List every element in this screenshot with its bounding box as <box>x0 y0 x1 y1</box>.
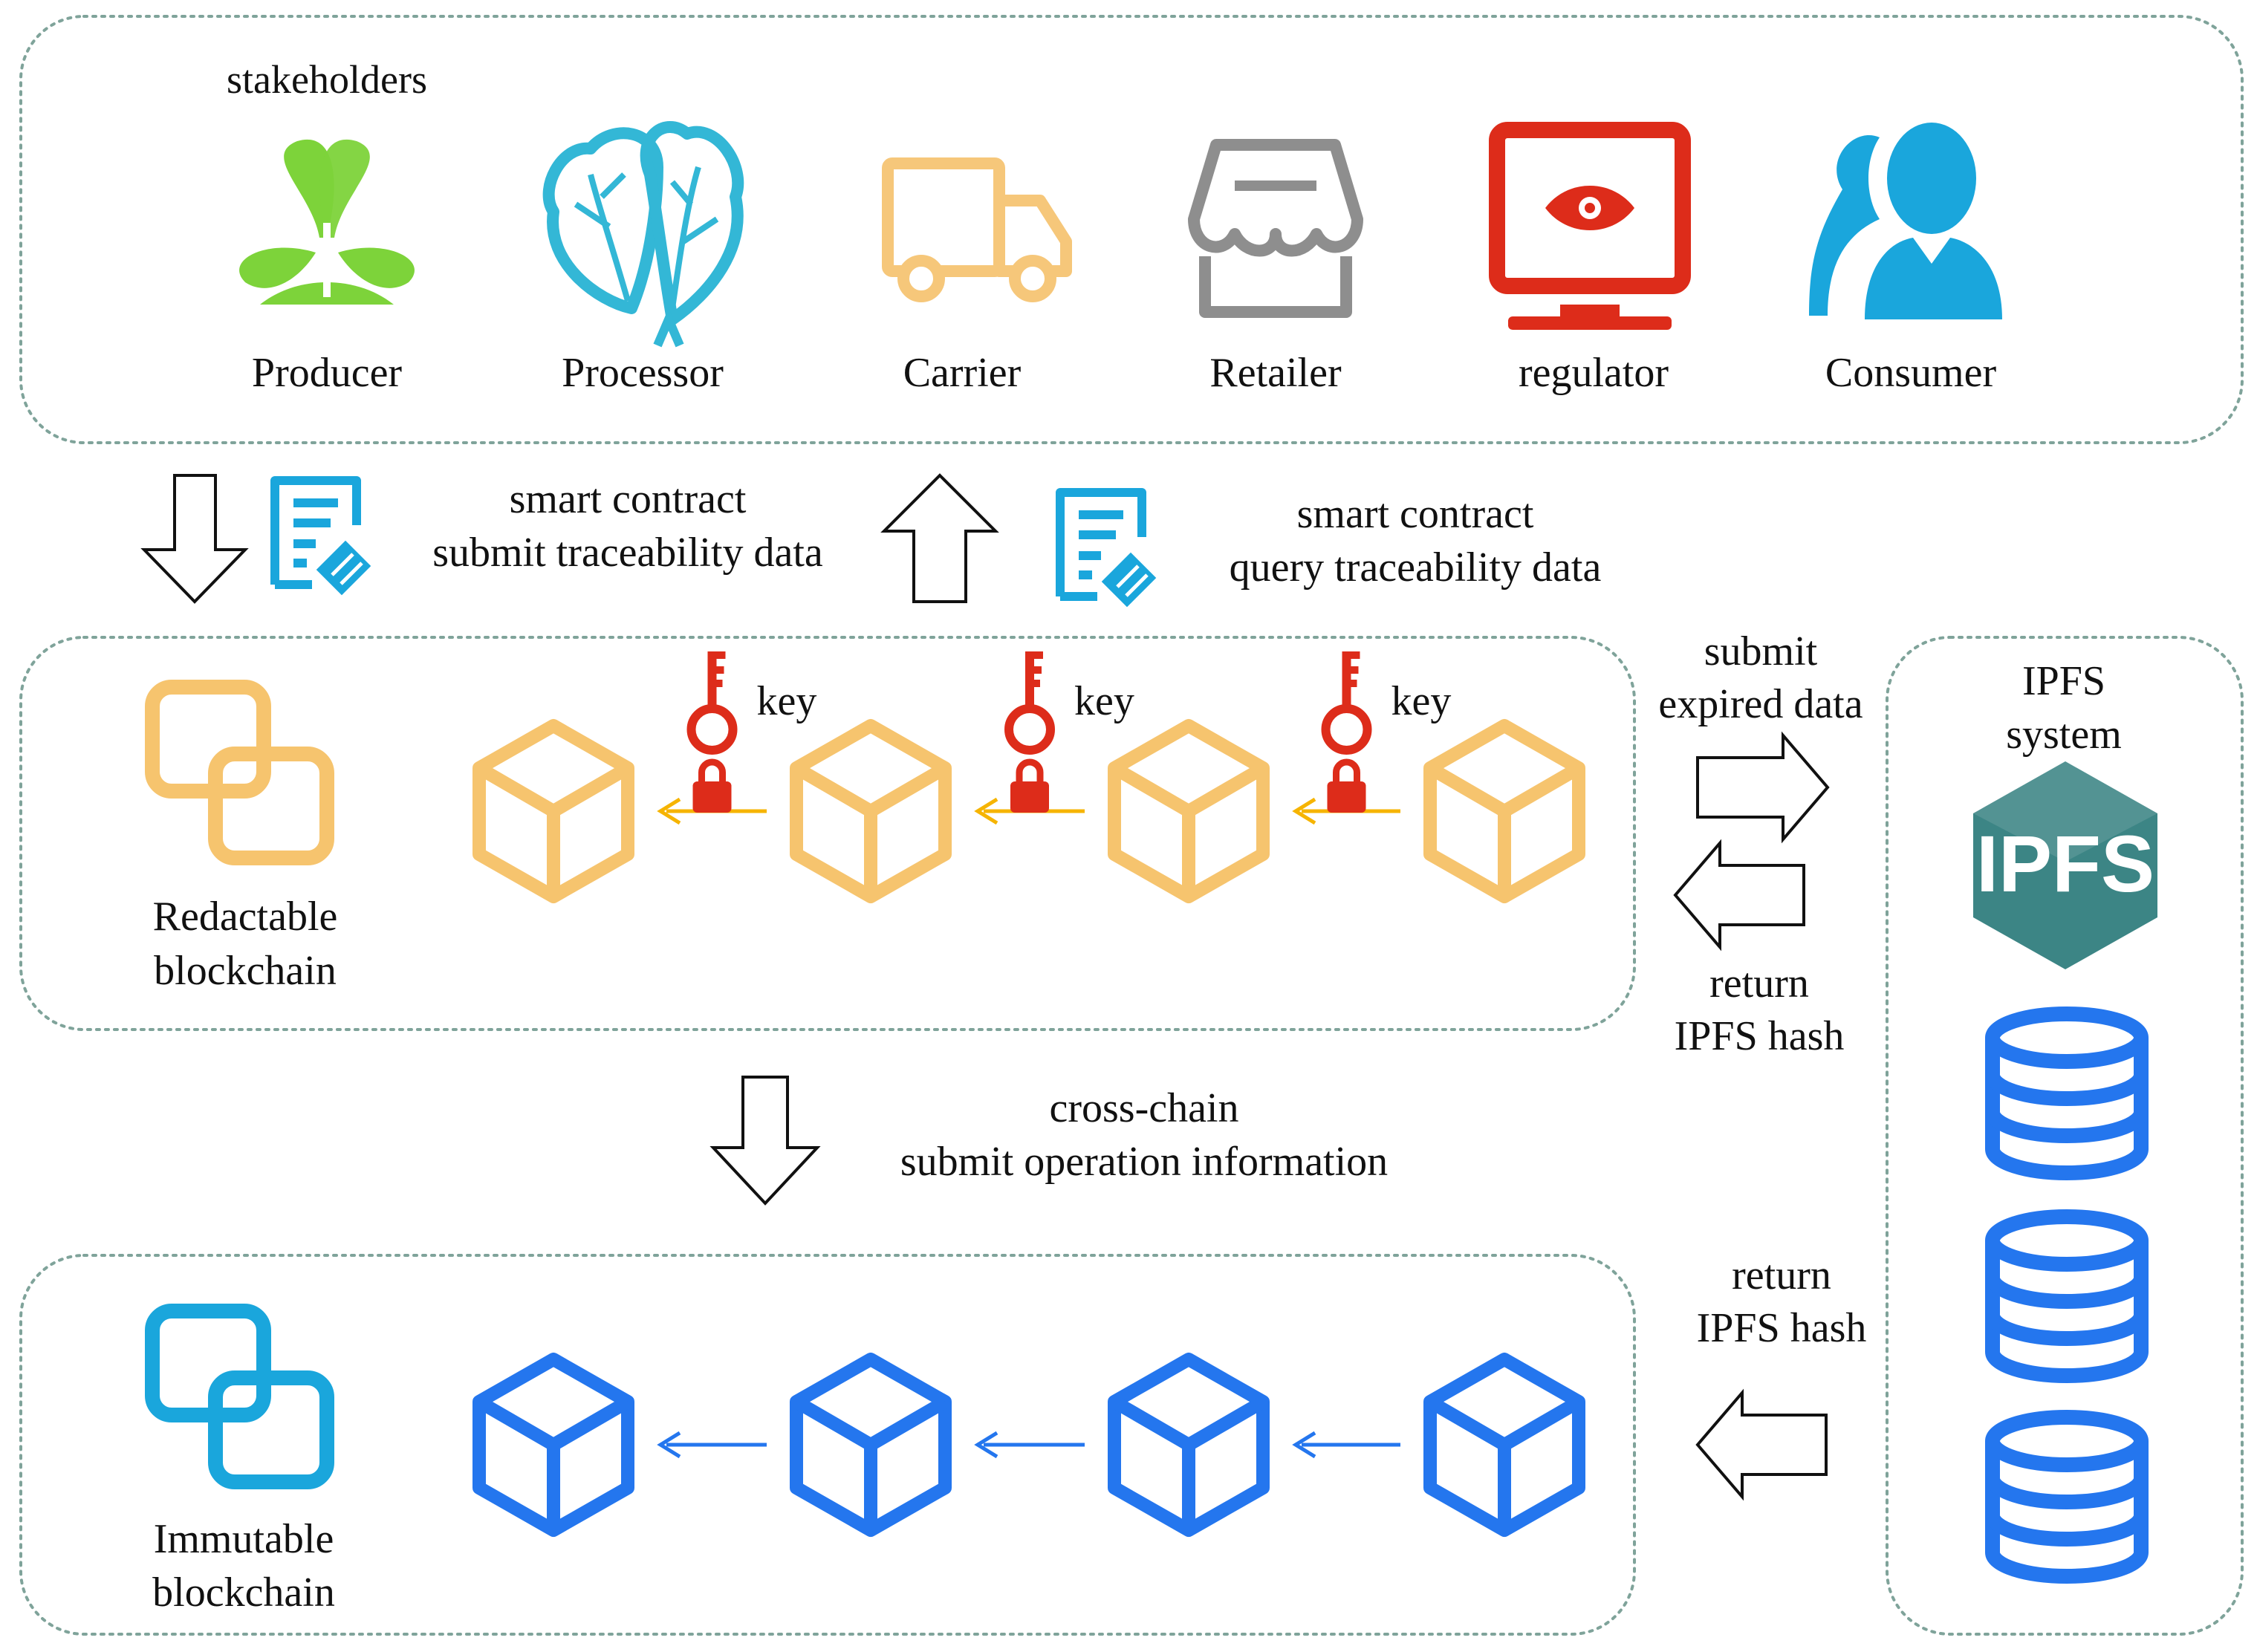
left-arrow-return-hash <box>1673 839 1805 952</box>
block-icon <box>1114 726 1263 897</box>
store-icon <box>1188 139 1363 318</box>
pen-stripe <box>1116 565 1140 588</box>
stakeholder-label: Retailer <box>1209 350 1342 396</box>
left-arrow-return-hash-bottom <box>1695 1388 1828 1501</box>
immutable-block-chain <box>479 1359 1579 1530</box>
down-arrow-submit <box>140 474 249 604</box>
redactable-blockchain-panel <box>19 636 1636 1031</box>
ipfs-system-panel <box>1886 636 2244 1636</box>
submit-expired-line2: expired data <box>1658 681 1863 727</box>
sprout-icon <box>239 139 415 305</box>
key-lock-icon <box>692 651 733 813</box>
cross-chain-line1: cross-chain <box>1049 1085 1238 1131</box>
right-arrow-submit-expired <box>1696 731 1830 844</box>
arrowhead-icon <box>657 1431 681 1459</box>
monitor-eye-icon <box>1489 122 1691 330</box>
redactable-label-line1: Redactable <box>153 894 338 940</box>
return-hash-top-line2: IPFS hash <box>1675 1013 1845 1059</box>
vegetable-icon <box>542 121 744 348</box>
stakeholder-label: Consumer <box>1825 350 1997 396</box>
query-contract-line2: query traceability data <box>1230 544 1602 591</box>
key-label: key <box>1391 678 1452 724</box>
ipfs-title-line2: system <box>2006 712 2122 758</box>
immutable-label-line1: Immutable <box>154 1516 334 1562</box>
users-icon <box>1809 123 2002 319</box>
return-hash-bottom-line1: return <box>1732 1252 1831 1298</box>
block-icon <box>1114 1359 1263 1530</box>
ipfs-title-line1: IPFS <box>2022 658 2105 704</box>
immutable-label-line2: blockchain <box>152 1570 335 1616</box>
return-hash-top-line1: return <box>1709 960 1809 1007</box>
stakeholder-label: Carrier <box>903 350 1022 396</box>
ipfs-database-stack <box>1993 1014 2141 1576</box>
block-icon <box>796 726 945 897</box>
block-icon <box>1430 1359 1579 1530</box>
block-icon <box>479 726 628 897</box>
database-icon <box>1993 1417 2141 1576</box>
arrowhead-icon <box>1292 797 1316 825</box>
submit-contract-line2: submit traceability data <box>432 530 823 576</box>
redactable-block-chain: key key key <box>479 651 1579 897</box>
pen-stripe <box>340 562 363 585</box>
stakeholder-label: Processor <box>562 350 724 396</box>
immutable-blockchain-panel <box>19 1254 1636 1636</box>
truck-icon <box>882 157 1072 302</box>
arrowhead-icon <box>974 797 998 825</box>
arrowhead-icon <box>974 1431 998 1459</box>
key-lock-icon <box>1009 651 1050 813</box>
stakeholder-label: regulator <box>1519 350 1669 396</box>
stakeholders-panel <box>19 15 2244 444</box>
ipfs-logo-text: IPFS <box>1976 819 2154 908</box>
cross-chain-line2: submit operation information <box>900 1139 1388 1185</box>
key-lock-icon <box>1326 651 1368 813</box>
return-hash-bottom-line2: IPFS hash <box>1697 1305 1867 1351</box>
pen-icon <box>1105 556 1153 604</box>
database-icon <box>1993 1217 2141 1376</box>
block-icon <box>796 1359 945 1530</box>
redactable-label-line2: blockchain <box>154 948 337 994</box>
stakeholders-title: stakeholders <box>227 57 427 102</box>
stakeholder-label: Producer <box>252 350 403 396</box>
pen-stripe <box>1125 573 1149 597</box>
submit-contract-line1: smart contract <box>510 476 747 522</box>
redactable-chain-icon <box>152 687 327 858</box>
arrowhead-icon <box>657 797 681 825</box>
query-contract-line1: smart contract <box>1297 491 1534 537</box>
key-label: key <box>1074 678 1134 724</box>
pen-icon <box>319 544 368 592</box>
up-arrow-query <box>880 473 999 603</box>
arrowhead-icon <box>1292 1431 1316 1459</box>
key-label: key <box>757 678 817 724</box>
block-icon <box>479 1359 628 1530</box>
block-icon <box>1430 726 1579 897</box>
database-icon <box>1993 1014 2141 1173</box>
down-arrow-cross-chain <box>709 1076 821 1206</box>
ipfs-logo-icon: IPFS <box>1973 761 2157 969</box>
pen-stripe <box>331 553 354 576</box>
submit-expired-line1: submit <box>1704 628 1818 674</box>
immutable-chain-icon <box>152 1311 327 1482</box>
